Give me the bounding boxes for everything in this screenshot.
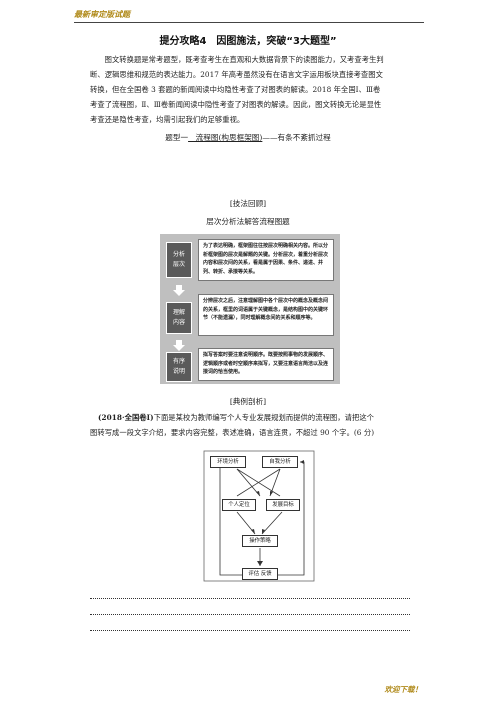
type-heading-suffix: ——有条不紊抓过程 [262, 133, 331, 142]
page-title: 提分攻略4 因图施法，突破“3大题型” [159, 36, 337, 47]
node-development-goal: 发展目标 [266, 499, 300, 511]
step-label-text: 理解 [172, 309, 185, 316]
type-heading-prefix: 题型一 [165, 133, 189, 142]
step-text-understand: 分辨层次之后，注意理解图中各个层次中的概念及概念间的关系，框里的词语属于关键概念… [198, 294, 334, 336]
step-label-text: 层次 [172, 261, 185, 268]
example-heading: [典例剖析] [229, 397, 267, 406]
type-heading: 题型一 流程图(构思框架图)——有条不紊抓过程 [0, 132, 496, 143]
step-label-text: 说明 [172, 368, 185, 375]
question-line-1: (2018·全国卷Ⅰ)下面是某校为教师编写个人专业发展规划而提供的流程图，请把这… [98, 410, 414, 425]
intro-line-1: 图文转换题是常考题型，既考查考生在直观和大数据背景下的读图能力，又考查考生判 [104, 55, 384, 64]
intro-line-4: 考查了流程图，Ⅱ、Ⅲ卷新闻阅读中隐性考查了对图表的解读。因此，图文转换无论是显性 [90, 100, 382, 109]
header-title: 最新审定版试题 [74, 10, 130, 19]
answer-line-1[interactable] [90, 598, 410, 599]
question-line-2: 图转写成一段文字介绍，要求内容完整，表述准确，语言连贯，不超过 90 个字。(6… [90, 428, 375, 437]
step-label-understand: 理解 内容 [166, 302, 192, 334]
step-label-text: 内容 [172, 319, 185, 326]
step-text-explain: 拟写答案时要注意说明顺序。既要按照事物的发展顺序、逻辑顺序或者时空顺序来拟写，又… [198, 348, 334, 381]
down-arrow-icon [173, 340, 185, 351]
intro-line-5: 考查还是隐性考查，均需引起我们的足够重视。 [90, 115, 245, 124]
node-operation-strategy: 操作策略 [242, 535, 278, 547]
step-label-text: 分析 [172, 251, 185, 258]
step-label-analyze: 分析 层次 [166, 242, 192, 278]
down-arrow-icon [173, 285, 185, 296]
node-environment-analysis: 环境分析 [210, 456, 246, 468]
node-self-analysis: 自我分析 [262, 456, 298, 468]
question-text-1: 下面是某校为教师编写个人专业发展规划而提供的流程图，请把这个 [153, 413, 375, 422]
step-text-analyze: 为了表达明确，框架图往往按层次明确相关内容。所以分析框架图的层次是解题的关键。分… [198, 239, 334, 281]
footer-text: 欢迎下载！ [384, 685, 423, 694]
step-label-text: 有序 [172, 358, 185, 365]
flowchart-connectors [203, 450, 315, 582]
answer-line-2[interactable] [90, 614, 410, 615]
intro-line-2: 断、逻辑思维和规范的表达能力。2017 年高考虽然没有在语言文字运用板块直接考查… [90, 70, 383, 79]
question-source: (2018·全国卷Ⅰ) [98, 413, 154, 422]
step-label-explain: 有序 说明 [166, 352, 192, 382]
analysis-flowchart: 分析 层次 为了表达明确，框架图往往按层次明确相关内容。所以分析框架图的层次是解… [160, 234, 340, 384]
node-evaluation-feedback: 评估 反馈 [242, 568, 278, 580]
development-flowchart: 环境分析 自我分析 个人定位 发展目标 操作策略 评估 反馈 [200, 449, 320, 585]
answer-line-3[interactable] [90, 630, 410, 631]
skill-review-heading: [技法回顾] [229, 199, 267, 208]
intro-line-3: 转换，但在全国卷 3 套题的新闻阅读中均隐性考查了对图表的解读。2018 年全国… [90, 85, 381, 94]
header-divider [74, 22, 424, 23]
fig1-caption: 层次分析法解答流程图题 [206, 217, 290, 226]
node-personal-positioning: 个人定位 [222, 499, 256, 511]
type-heading-underlined: 流程图(构思框架图) [188, 133, 263, 142]
